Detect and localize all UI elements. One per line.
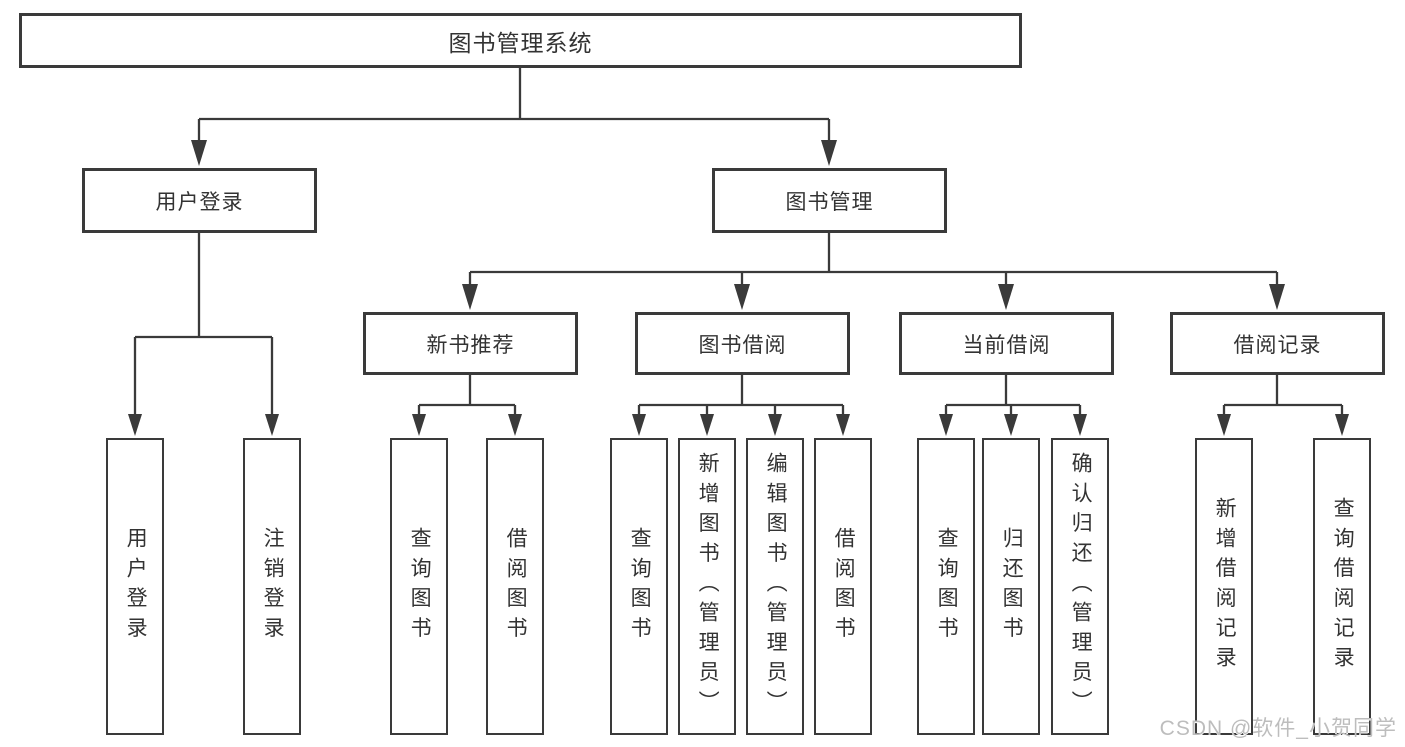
node-query-borrow-record-label: 查询借阅记录 — [1331, 497, 1355, 676]
node-library-management-system: 图书管理系统 — [19, 13, 1022, 68]
node-book-management: 图书管理 — [712, 168, 947, 233]
node-user-login-label: 用户登录 — [124, 526, 148, 647]
node-confirm-return-admin-label: 确认归还（管理员） — [1069, 452, 1093, 721]
node-edit-book-admin: 编辑图书（管理员） — [746, 438, 804, 735]
node-add-borrow-record-label: 新增借阅记录 — [1213, 497, 1237, 676]
connector-currentborrow-branch — [944, 375, 1082, 420]
node-user-login: 用户登录 — [106, 438, 164, 735]
node-borrow-books-recommend-label: 借阅图书 — [504, 526, 528, 647]
node-query-books-current: 查询图书 — [917, 438, 975, 735]
node-logout: 注销登录 — [243, 438, 301, 735]
node-borrow-books-recommend: 借阅图书 — [486, 438, 544, 735]
node-logout-label: 注销登录 — [261, 526, 285, 647]
node-query-books-recommend: 查询图书 — [390, 438, 448, 735]
node-return-book: 归还图书 — [982, 438, 1040, 735]
connector-root-to-level2 — [197, 68, 831, 144]
node-borrow-books-label: 借阅图书 — [832, 526, 856, 647]
node-query-books-current-label: 查询图书 — [935, 526, 959, 647]
arrowheads — [128, 140, 1349, 436]
node-query-books-borrow-label: 查询图书 — [628, 526, 652, 647]
node-borrowing-records: 借阅记录 — [1170, 312, 1385, 375]
connector-borrowrecord-branch — [1222, 375, 1344, 420]
connector-bookmgmt-to-level3 — [468, 233, 1279, 290]
node-add-borrow-record: 新增借阅记录 — [1195, 438, 1253, 735]
node-confirm-return-admin: 确认归还（管理员） — [1051, 438, 1109, 735]
node-borrow-books: 借阅图书 — [814, 438, 872, 735]
node-user-login-module: 用户登录 — [82, 168, 317, 233]
node-book-borrowing: 图书借阅 — [635, 312, 850, 375]
node-query-books-recommend-label: 查询图书 — [408, 526, 432, 647]
node-edit-book-admin-label: 编辑图书（管理员） — [764, 452, 788, 721]
node-current-borrowing: 当前借阅 — [899, 312, 1114, 375]
node-query-books-borrow: 查询图书 — [610, 438, 668, 735]
node-return-book-label: 归还图书 — [1000, 526, 1024, 647]
node-query-borrow-record: 查询借阅记录 — [1313, 438, 1371, 735]
node-add-book-admin-label: 新增图书（管理员） — [696, 452, 720, 721]
connector-newbook-branch — [417, 375, 517, 420]
connector-userlogin-to-leaves — [133, 233, 274, 420]
csdn-watermark: CSDN @软件_小贺同学 — [1159, 717, 1397, 740]
node-new-book-recommend: 新书推荐 — [363, 312, 578, 375]
node-add-book-admin: 新增图书（管理员） — [678, 438, 736, 735]
connector-bookborrow-branch — [637, 375, 845, 420]
